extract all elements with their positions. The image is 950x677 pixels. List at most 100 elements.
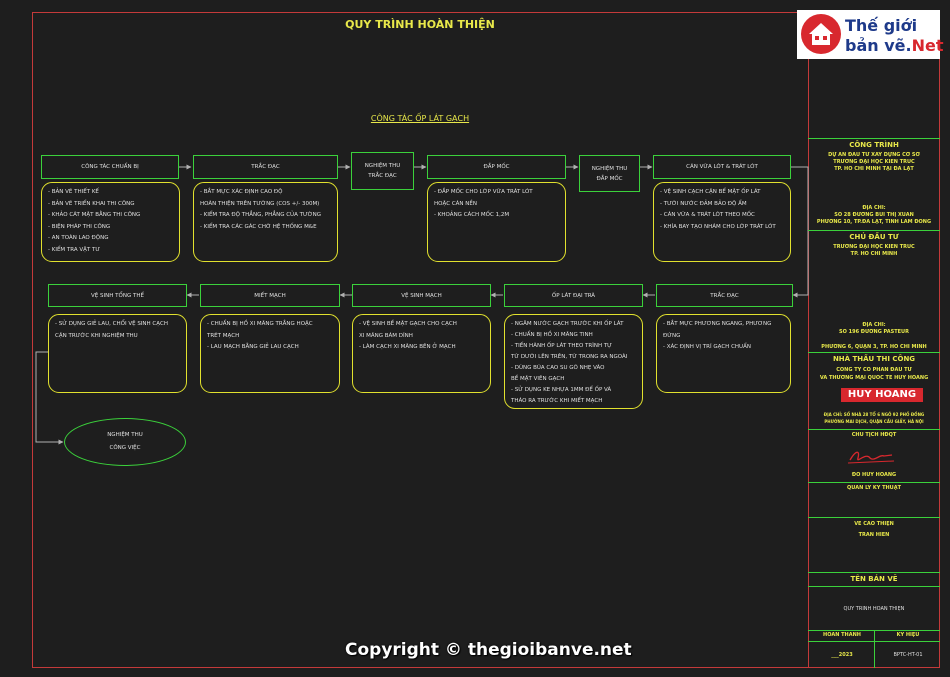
step-marker: ĐẮP MỐC — [427, 155, 566, 179]
step-survey: TRẮC ĐẠC — [193, 155, 338, 179]
detail-line: CẶN TRƯỚC KHI NGHIỆM THU — [55, 332, 138, 339]
logo-text-1: Thế giới — [845, 16, 918, 35]
step-joint-clean: VỆ SINH MẠCH — [352, 284, 491, 307]
detail-line: - VỆ SINH CẠCH CẶN BỂ MẶT ỐP LÁT — [660, 189, 761, 195]
detail-line: BỀ MẶT VIÊN GẠCH — [511, 376, 565, 382]
site-logo[interactable]: Thế giới bản vẽ.Net — [797, 10, 943, 59]
sb-contractor-heading: NHÀ THẦU THI CÔNG — [832, 355, 916, 363]
detail-line: - XÁC ĐỊNH VỊ TRÍ GẠCH CHUẨN — [663, 344, 751, 350]
detail-base-coat: - VỆ SINH CẠCH CẶN BỂ MẶT ỐP LÁT- TƯỚI N… — [653, 182, 791, 262]
detail-preparation: - BẢN VẼ THIẾT KẾ - BẢN VẼ TRIỂN KHAI THI… — [41, 182, 180, 262]
logo-text-2a: bản vẽ. — [845, 36, 912, 55]
sb-owner-2: TP. HỒ CHÍ MINH — [850, 251, 898, 257]
sb-divider — [808, 230, 940, 231]
detail-line: - AN TOÀN LAO ĐỘNG — [48, 235, 109, 241]
step-base-coat: CÁN VỮA LÓT & TRÁT LÓT — [653, 155, 791, 179]
sb-drawing-heading: TÊN BẢN VẼ — [850, 575, 898, 583]
title-block — [808, 12, 940, 668]
step-label-line: ĐẮP MỐC — [596, 175, 623, 182]
step-survey-2: TRẮC ĐẠC — [656, 284, 793, 307]
detail-line: - CHUẨN BỊ HỒ XI MĂNG TINH — [511, 332, 593, 338]
sb-project-heading: CÔNG TRÌNH — [849, 141, 899, 149]
arrow-to-final — [35, 351, 64, 445]
detail-line: - TIẾN HÀNH ỐP LÁT THEO TRÌNH TỰ — [511, 343, 612, 349]
sb-divider — [808, 517, 940, 518]
step-grouting: MIẾT MẠCH — [200, 284, 340, 307]
detail-line: - BẮT MỰC XÁC ĐỊNH CAO ĐỘ — [200, 189, 283, 195]
step-final-clean: VỆ SINH TỔNG THỂ — [48, 284, 187, 307]
step-label-line: NGHIỆM THU — [591, 165, 628, 172]
detail-line: - KHẢO CÁT MẶT BẰNG THI CÔNG — [48, 212, 141, 218]
detail-line: - BẢN VẼ TRIỂN KHAI THI CÔNG — [48, 200, 135, 207]
step-label-line: NGHIỆM THU — [364, 163, 401, 169]
detail-line: - KHÍA BAY TẠO NHÁM CHO LỚP TRÁT LÓT — [660, 223, 776, 230]
sb-col2-heading: KÝ HIỆU — [896, 632, 920, 638]
sb-contractor-1: CÔNG TY CỔ PHẦN ĐẦU TƯ — [836, 367, 912, 373]
sb-owner-1: TRƯỜNG ĐẠI HỌC KIẾN TRÚC — [833, 244, 915, 250]
sb-ceo-heading: CHỦ TỊCH HĐQT — [851, 432, 897, 438]
sb-addr1-heading: ĐỊA CHỈ: — [862, 205, 886, 211]
detail-line: - KHOẢNG CÁCH MỐC 1,2M — [434, 212, 510, 218]
detail-final-clean: - SỬ DỤNG GIẺ LAU, CHỔI VỆ SINH CẠCH CẶN … — [48, 314, 187, 393]
sb-hh-addr-1: ĐỊA CHỈ: SỐ NHÀ 28 TỔ 6 NGÕ 92 PHỐ ĐỒNG — [823, 412, 925, 417]
sb-project-2: TRƯỜNG ĐẠI HỌC KIẾN TRÚC — [833, 159, 915, 165]
sb-divider — [808, 352, 940, 353]
sb-divider — [808, 641, 940, 642]
detail-line: - BẢN VẼ THIẾT KẾ — [48, 189, 99, 195]
detail-joint-clean: - VỆ SINH BỀ MẶT GẠCH CHO CẠCH XI MĂNG BÁ… — [352, 314, 491, 393]
sb-design-heading: VẼ CAO THIỆN — [854, 521, 894, 527]
sb-col-divider — [874, 630, 875, 668]
sb-drawing-name: QUY TRÌNH HOÀN THIỆN — [843, 606, 905, 612]
step-preparation: CÔNG TÁC CHUẨN BỊ — [41, 155, 179, 179]
step-marker-acceptance: NGHIỆM THU ĐẮP MỐC — [579, 155, 640, 192]
page-title: QUY TRÌNH HOÀN THIỆN — [345, 18, 495, 31]
drawing-frame — [32, 12, 940, 668]
detail-line: - VỆ SINH BỀ MẶT GẠCH CHO CẠCH — [359, 321, 457, 327]
step-survey-acceptance: NGHIỆM THU TRẮC ĐẠC — [351, 152, 414, 190]
detail-line: - LAU MẠCH BẰNG GIẺ LAU CẠCH — [207, 344, 299, 350]
sb-col1-heading: HOÀN THÀNH — [823, 632, 861, 638]
sb-col1-value: ___2023 — [831, 652, 853, 658]
sb-divider — [808, 572, 940, 573]
sb-project-3: TP. HỒ CHÍ MINH TẠI ĐÀ LẠT — [834, 166, 914, 172]
detail-line: - BIỆN PHÁP THI CÔNG — [48, 223, 111, 230]
detail-line: XI MĂNG BÁM DÍNH — [359, 332, 413, 339]
detail-line: - DÙNG BÚA CAO SU GÕ NHẸ VÀO — [511, 365, 605, 371]
detail-line: - BẮT MỰC PHƯƠNG NGANG, PHƯƠNG — [663, 321, 772, 327]
sb-col2-value: BPTC-HT-01 — [893, 652, 923, 658]
detail-line: - NGÂM NƯỚC GẠCH TRƯỚC KHI ỐP LÁT — [511, 321, 624, 327]
detail-marker: - ĐẮP MỐC CHO LỚP VỮA TRÁT LÓT HOẶC CÁN N… — [427, 182, 566, 262]
sb-divider — [808, 586, 940, 587]
section-subtitle: CÔNG TÁC ỐP LÁT GẠCH — [370, 114, 470, 123]
detail-line: - LÀM CẠCH XI MĂNG BÊN Ở MẠCH — [359, 344, 456, 350]
logo-text-2b: Net — [911, 36, 944, 55]
detail-survey: - BẮT MỰC XÁC ĐỊNH CAO ĐỘ HOÀN THIỆN TRÊN… — [193, 182, 338, 262]
detail-line: HOÀN THIỆN TRÊN TƯỜNG (COS +/- 300M) — [200, 200, 320, 207]
detail-line: - KIỂM TRA VẬT TƯ — [48, 246, 101, 253]
sb-divider — [808, 138, 940, 139]
sb-addr1-1: SỐ 28 ĐƯỜNG BÙI THỊ XUÂN — [834, 212, 914, 218]
sb-hh-addr-2: PHƯỜNG MAI DỊCH, QUẬN CẦU GIẤY, HÀ NỘI — [824, 419, 924, 424]
detail-line: - ĐẮP MỐC CHO LỚP VỮA TRÁT LÓT — [434, 189, 533, 195]
detail-tiling: - NGÂM NƯỚC GẠCH TRƯỚC KHI ỐP LÁT - CHUẨN… — [504, 314, 643, 409]
sb-addr2-1: SỐ 196 ĐƯỜNG PASTEUR — [839, 329, 909, 335]
final-line: CÔNG VIỆC — [109, 445, 141, 451]
detail-line: - SỬ DỤNG GIẺ LAU, CHỔI VỆ SINH CẠCH — [55, 321, 169, 327]
detail-line: HOẶC CÁN NỀN — [434, 200, 477, 207]
step-tiling: ỐP LÁT ĐẠI TRÀ — [504, 284, 643, 307]
sb-addr2-2: PHƯỜNG 6, QUẬN 3, TP. HỒ CHÍ MINH — [821, 344, 927, 350]
detail-line: ĐỨNG — [663, 332, 681, 339]
sb-owner-heading: CHỦ ĐẦU TƯ — [849, 233, 899, 241]
sb-addr2-heading: ĐỊA CHỈ: — [862, 322, 886, 328]
sb-tech-heading: QUẢN LÝ KỸ THUẬT — [846, 485, 902, 491]
house-icon — [801, 14, 841, 54]
step-label-line: TRẮC ĐẠC — [368, 173, 397, 179]
copyright-watermark: Copyright © thegioibanve.net — [345, 640, 632, 660]
detail-line: - CHUẨN BỊ HỒ XI MĂNG TRẮNG HOẶC — [207, 321, 313, 327]
sb-design-name: TRẦN HIẾN — [858, 532, 890, 538]
sb-project-1: DỰ ÁN ĐẦU TƯ XÂY DỰNG CƠ SỞ — [828, 152, 920, 158]
sb-divider — [808, 429, 940, 430]
arrow-6-r2 — [791, 166, 809, 298]
